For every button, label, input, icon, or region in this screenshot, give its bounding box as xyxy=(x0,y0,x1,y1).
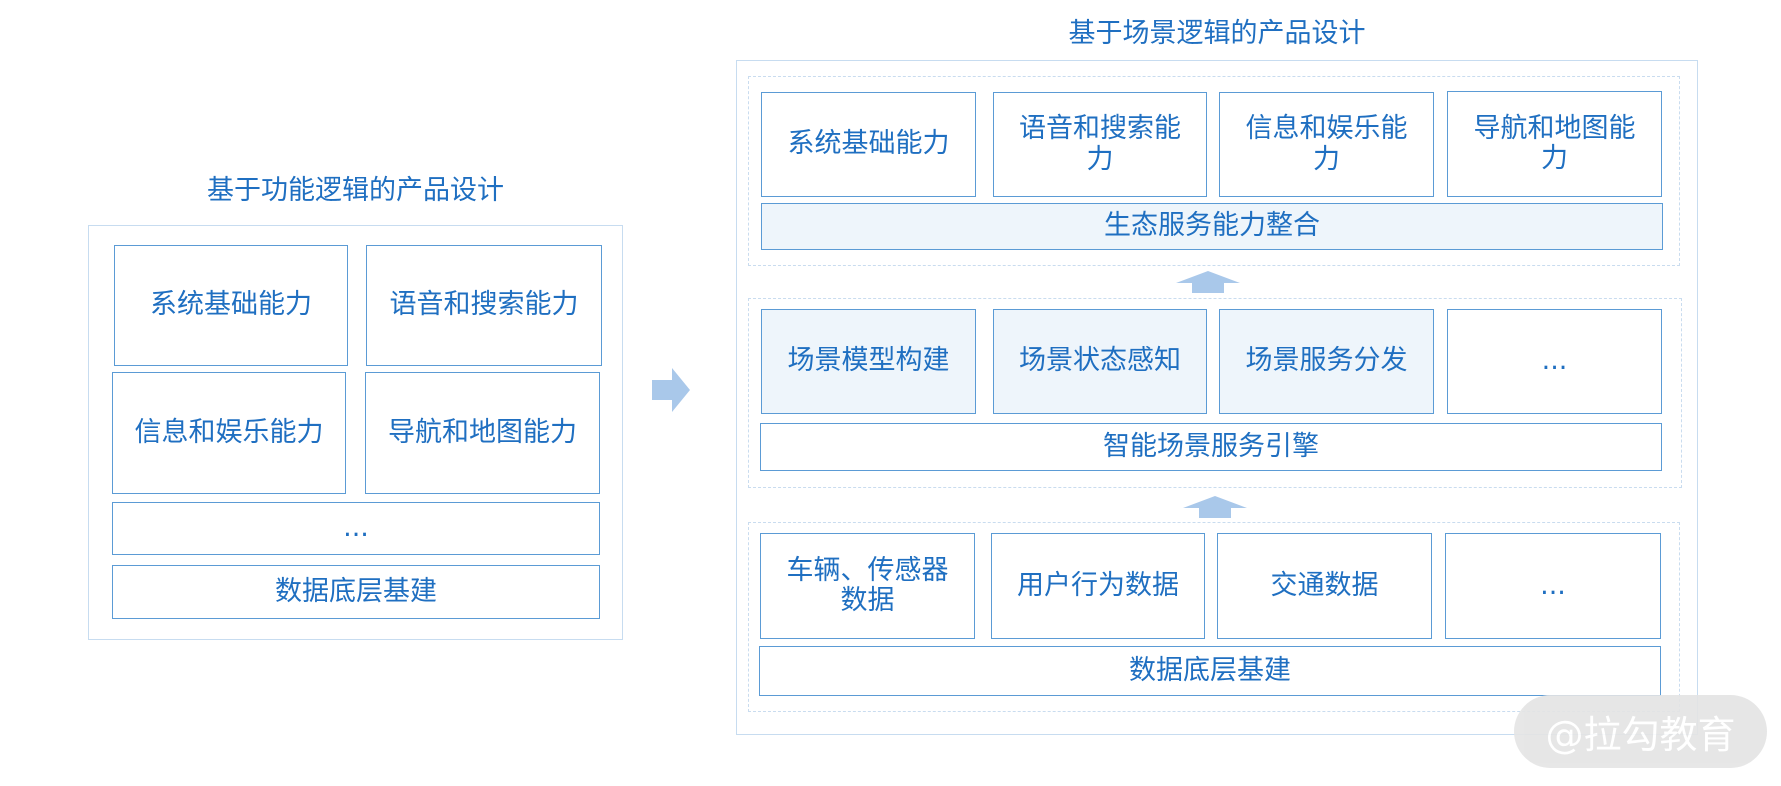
right-navigation-map-capability-box: 导航和地图能 力 xyxy=(1447,91,1662,197)
scene-state-perception-label: 场景状态感知 xyxy=(1019,345,1181,377)
scene-state-perception-box: 场景状态感知 xyxy=(993,309,1207,414)
right-data-infrastructure-label: 数据底层基建 xyxy=(1129,654,1291,686)
bottom-more-box: ... xyxy=(1445,533,1661,639)
scene-engine-layer-group xyxy=(748,298,1682,488)
right-system-capability-box: 系统基础能力 xyxy=(761,92,976,197)
watermark-label: @拉勾教育 xyxy=(1545,713,1736,757)
left-voice-search-capability-box: 语音和搜索能力 xyxy=(366,245,602,366)
scene-service-dispatch-box: 场景服务分发 xyxy=(1219,309,1434,414)
scene-service-dispatch-label: 场景服务分发 xyxy=(1245,345,1408,377)
left-info-entertainment-capability-label: 信息和娱乐能力 xyxy=(134,416,324,448)
bottom-more-label: ... xyxy=(1540,569,1566,601)
left-diagram-title: 基于功能逻辑的产品设计 xyxy=(207,175,504,206)
left-data-infrastructure-label: 数据底层基建 xyxy=(275,575,437,607)
traffic-data-label: 交通数据 xyxy=(1270,569,1379,601)
left-system-capability-label: 系统基础能力 xyxy=(150,289,312,321)
right-voice-search-capability-label: 语音和搜索能 力 xyxy=(1019,113,1181,175)
user-behavior-data-box: 用户行为数据 xyxy=(991,533,1205,639)
smart-scene-service-engine-label: 智能场景服务引擎 xyxy=(1103,430,1319,462)
right-navigation-map-capability-label: 导航和地图能 力 xyxy=(1473,112,1636,174)
left-info-entertainment-capability-box: 信息和娱乐能力 xyxy=(112,372,346,494)
ecosystem-service-integration-label: 生态服务能力整合 xyxy=(1104,210,1320,242)
left-navigation-map-capability-box: 导航和地图能力 xyxy=(365,372,600,494)
traffic-data-box: 交通数据 xyxy=(1217,533,1432,639)
ecosystem-layer-group xyxy=(748,76,1680,266)
up-arrow-icon xyxy=(1176,271,1240,293)
data-layer-group xyxy=(748,522,1680,712)
ecosystem-service-integration-box: 生态服务能力整合 xyxy=(761,203,1663,250)
left-data-infrastructure-box: 数据底层基建 xyxy=(112,565,600,619)
right-voice-search-capability-box: 语音和搜索能 力 xyxy=(993,92,1207,197)
scene-model-construction-label: 场景模型构建 xyxy=(787,345,950,377)
transition-arrow-icon xyxy=(652,368,690,412)
right-diagram-title: 基于场景逻辑的产品设计 xyxy=(1068,18,1366,49)
scene-model-construction-box: 场景模型构建 xyxy=(761,309,976,414)
vehicle-sensor-data-label: 车辆、传感器 数据 xyxy=(786,554,949,616)
middle-more-box: ... xyxy=(1447,309,1662,414)
left-more-box: ... xyxy=(112,502,600,555)
up-arrow-icon xyxy=(1183,496,1247,518)
right-info-entertainment-capability-label: 信息和娱乐能 力 xyxy=(1245,113,1408,175)
smart-scene-service-engine-box: 智能场景服务引擎 xyxy=(760,423,1662,471)
left-voice-search-capability-label: 语音和搜索能力 xyxy=(389,289,579,321)
lagou-watermark: @拉勾教育 xyxy=(1514,695,1767,768)
right-data-infrastructure-box: 数据底层基建 xyxy=(759,646,1661,696)
right-system-capability-label: 系统基础能力 xyxy=(787,128,950,160)
vehicle-sensor-data-box: 车辆、传感器 数据 xyxy=(760,533,975,639)
left-more-label: ... xyxy=(343,512,369,544)
middle-more-label: ... xyxy=(1541,345,1568,377)
user-behavior-data-label: 用户行为数据 xyxy=(1017,569,1179,601)
left-system-capability-box: 系统基础能力 xyxy=(114,245,348,366)
right-info-entertainment-capability-box: 信息和娱乐能 力 xyxy=(1219,92,1434,197)
left-navigation-map-capability-label: 导航和地图能力 xyxy=(388,416,577,448)
